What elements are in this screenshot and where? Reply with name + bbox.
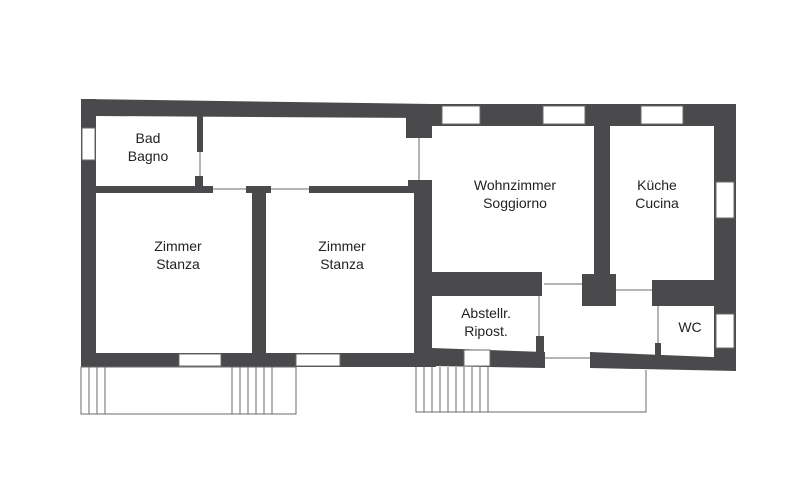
door-lines [199,138,659,359]
room-label-line: Soggiorno [483,195,547,211]
room-label-line: Wohnzimmer [473,177,557,193]
room-label-line: Cucina [635,195,679,211]
room-label-line: Zimmer [154,238,202,254]
room-label-bad: Bad Bagno [118,129,178,165]
room-label-line: Stanza [320,256,364,272]
room-label-line: Bad [135,130,161,146]
room-label-line: Küche [637,177,677,193]
balcony-right [415,367,647,413]
room-label-line: Stanza [156,256,200,272]
room-label-line: Abstellr. [461,305,511,321]
room-label-wc: WC [670,318,710,336]
room-label-wohnzimmer: Wohnzimmer Soggiorno [455,176,575,212]
room-label-abstell: Abstellr. Ripost. [446,304,526,340]
room-label-zimmer-left: Zimmer Stanza [138,237,218,273]
outer-walls [81,99,736,371]
room-label-zimmer-right: Zimmer Stanza [302,237,382,273]
room-label-line: Zimmer [318,238,366,254]
interior-walls [96,116,714,356]
balcony-left [80,366,297,415]
room-label-line: Bagno [127,148,169,164]
room-label-kueche: Küche Cucina [622,176,692,212]
room-label-line: WC [678,319,702,335]
windows [81,105,735,367]
room-label-line: Ripost. [464,323,508,339]
